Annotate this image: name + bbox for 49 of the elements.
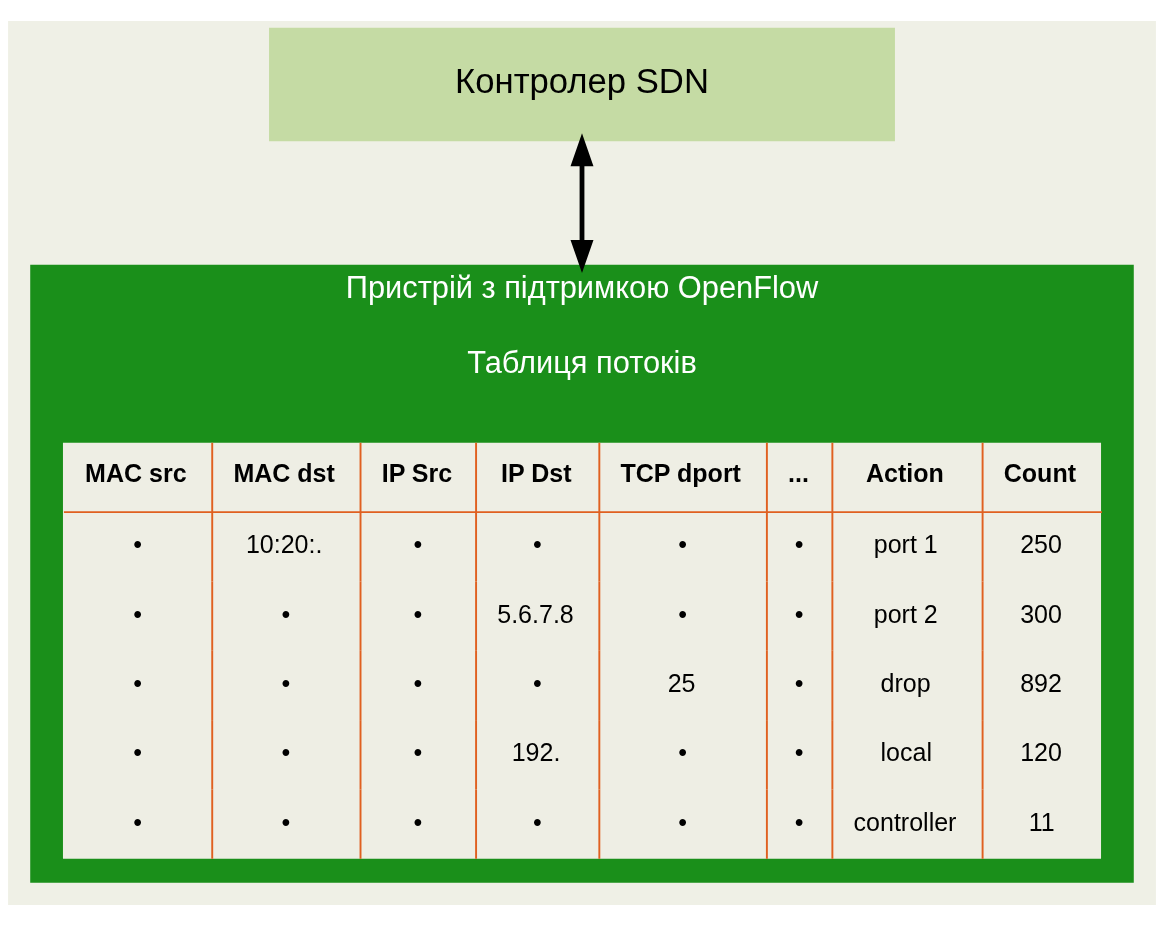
label: ... <box>788 459 809 488</box>
label: • <box>133 599 143 628</box>
label: Count <box>1003 459 1077 488</box>
label: Action <box>866 459 944 488</box>
label: • <box>794 738 804 767</box>
label: • <box>133 807 143 836</box>
label: • <box>413 530 423 559</box>
label: 892 <box>1020 668 1062 697</box>
label: local <box>880 738 932 767</box>
label: • <box>794 668 804 697</box>
label: 300 <box>1020 599 1062 628</box>
label: TCP dport <box>620 459 741 488</box>
label: drop <box>880 668 931 697</box>
label: controller <box>853 807 957 836</box>
label: • <box>678 599 688 628</box>
label: • <box>532 530 542 559</box>
label: • <box>133 668 143 697</box>
label: 11 <box>1028 807 1055 836</box>
label: • <box>532 807 542 836</box>
label: • <box>794 807 804 836</box>
label: • <box>532 668 542 697</box>
label: • <box>281 668 291 697</box>
label: 10:20:. <box>245 530 323 559</box>
label: • <box>281 738 291 767</box>
label: 5.6.7.8 <box>497 599 574 628</box>
label: • <box>413 599 423 628</box>
label: • <box>133 738 143 767</box>
label: • <box>413 807 423 836</box>
label: IP Src <box>381 459 453 488</box>
label: MAC src <box>85 459 187 488</box>
node-text: Таблиця потоків <box>467 345 697 381</box>
label: 120 <box>1020 738 1062 767</box>
label: 25 <box>667 668 696 697</box>
label: 192. <box>511 738 561 767</box>
label: • <box>794 530 804 559</box>
label: • <box>678 807 688 836</box>
label: • <box>678 738 688 767</box>
label: IP Dst <box>501 459 572 488</box>
label: • <box>413 738 423 767</box>
label: • <box>281 599 291 628</box>
label: • <box>281 807 291 836</box>
label: • <box>133 530 143 559</box>
label: MAC dst <box>233 459 335 488</box>
label: port 2 <box>873 599 938 628</box>
label: 250 <box>1020 530 1062 559</box>
label: • <box>678 530 688 559</box>
label: • <box>794 599 804 628</box>
label: port 1 <box>873 530 938 559</box>
label: • <box>413 668 423 697</box>
